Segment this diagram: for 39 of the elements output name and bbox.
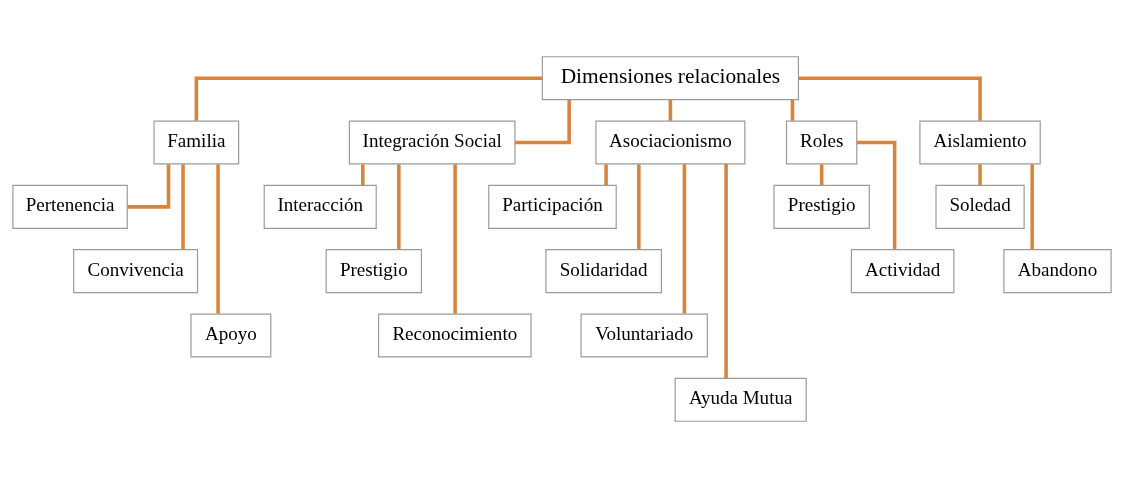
connector: [194, 75, 543, 121]
node-box: Interacción: [263, 184, 377, 229]
node-box: Prestigio: [325, 248, 423, 293]
node-box: Voluntariado: [580, 312, 708, 357]
connector: [361, 163, 365, 185]
connector: [819, 163, 824, 185]
node-box: Prestigio: [773, 184, 870, 229]
connector: [978, 163, 982, 185]
connector: [397, 163, 401, 250]
node-box: Ayuda Mutua: [674, 377, 807, 422]
node-box: Integración Social: [348, 120, 516, 165]
connector: [798, 75, 982, 121]
node-box: Actividad: [850, 248, 955, 293]
node-box: Convivencia: [73, 248, 199, 293]
connector: [1030, 163, 1034, 250]
node-box: Reconocimiento: [377, 312, 532, 357]
connector: [790, 99, 795, 121]
connector: [637, 163, 641, 250]
node-box: Aislamiento: [919, 120, 1041, 165]
node-box: Familia: [153, 120, 240, 165]
node-box: Abandono: [1003, 248, 1112, 293]
connector: [216, 163, 220, 313]
node-box: Roles: [785, 120, 858, 165]
connector: [724, 163, 728, 378]
node-box: Asociacionismo: [595, 120, 746, 165]
node-box: Dimensiones relacionales: [541, 55, 800, 100]
node-box: Soledad: [935, 184, 1025, 229]
node-box: Solidaridad: [545, 248, 663, 293]
connector: [856, 140, 897, 249]
connector: [604, 163, 608, 185]
connector: [682, 163, 687, 313]
connector: [127, 163, 171, 209]
connector: [668, 99, 673, 121]
connector: [515, 99, 571, 144]
node-box: Participación: [488, 184, 617, 229]
connector: [181, 163, 185, 250]
node-box: Pertenencia: [12, 184, 128, 229]
node-box: Apoyo: [190, 312, 272, 357]
connector: [453, 163, 457, 313]
